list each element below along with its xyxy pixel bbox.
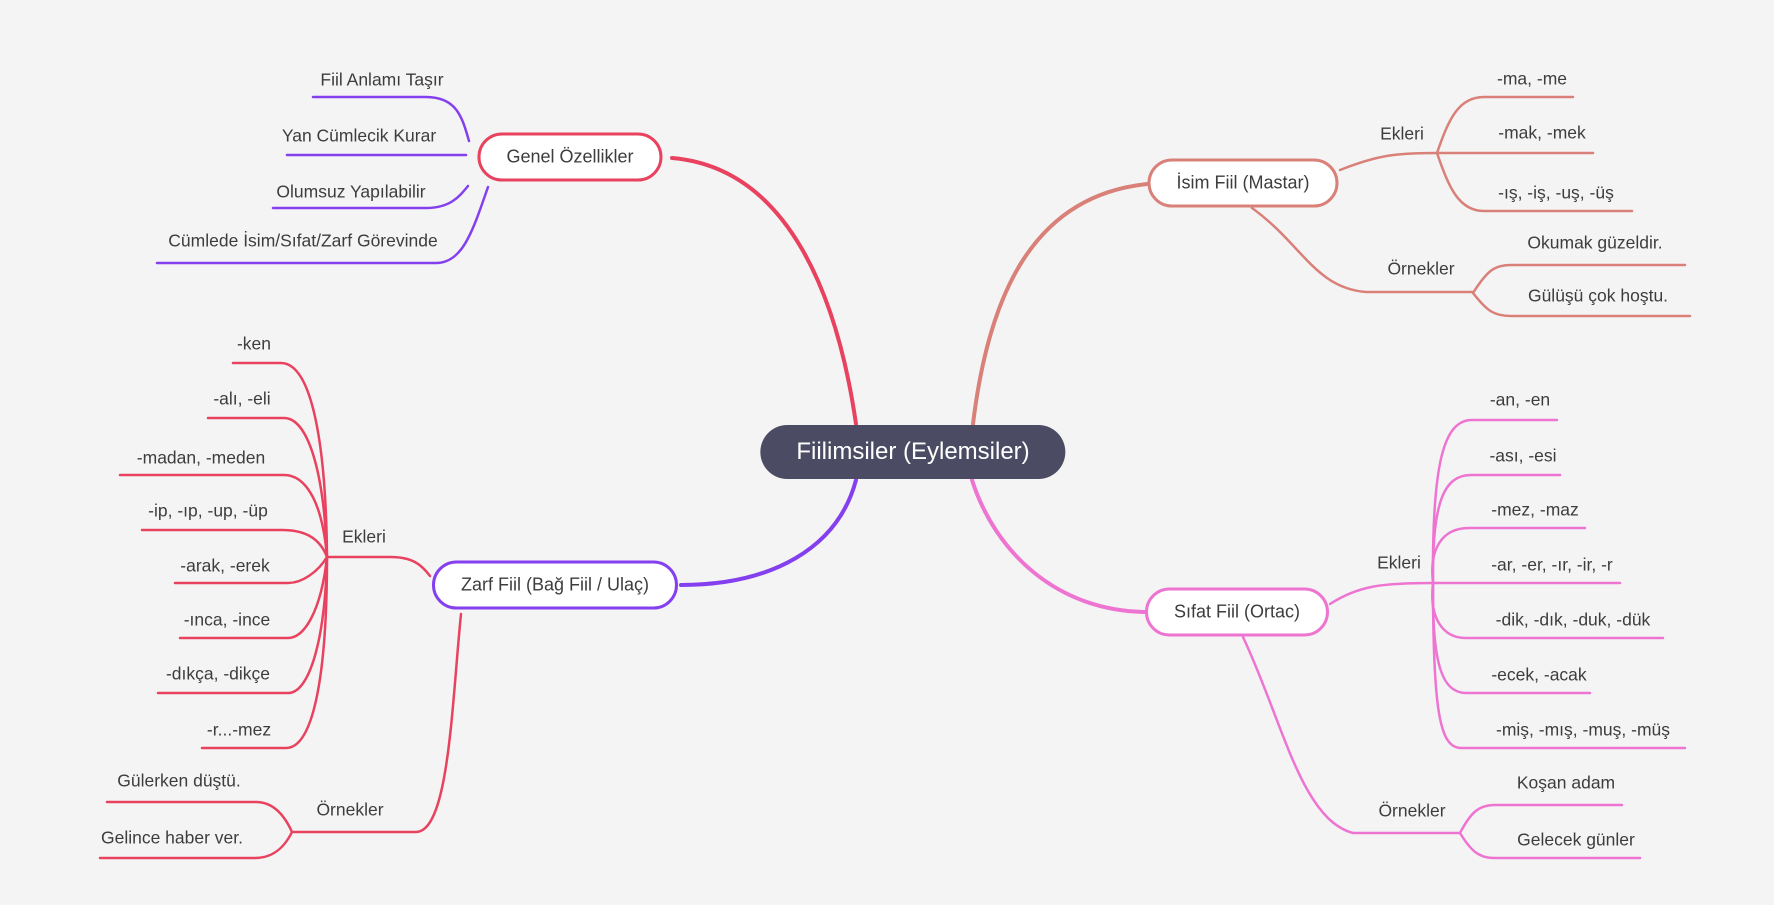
edge-sifat-ornek-0 [1458,803,1624,835]
leaf-sifat-ornek-0: Koşan adam [1516,772,1616,793]
edge-zarf-ek-4 [173,555,329,585]
edge-zarf-ek-3 [140,528,329,559]
leaf-zarf-ek-6: -dıkça, -dikçe [165,663,271,684]
branch-node-zarf-fiil[interactable]: Zarf Fiil (Bağ Fiil / Ulaç) [431,560,679,610]
leaf-isim-ornek-1: Gülüşü çok hoştu. [1527,285,1669,306]
edge-center-zarf [679,478,858,587]
leaf-sifat-ornek-1: Gelecek günler [1517,829,1635,850]
edge-isim-ornek-1 [1471,291,1692,318]
branch-node-sifat-fiil[interactable]: Sıfat Fiil (Ortac) [1144,587,1330,637]
edge-sifat-ekleri [1328,581,1435,606]
leaf-zarf-ek-3: -ip, -ıp, -up, -üp [148,500,268,521]
label-sifat-ornekler: Örnekler [1378,800,1446,821]
edge-isim-ornekler [1250,206,1475,294]
leaf-genel-0: Fiil Anlamı Taşır [320,69,444,90]
leaf-zarf-ek-7: -r...-mez [206,719,272,740]
edge-sifat-ornekler [1241,635,1462,835]
leaf-isim-ek-0: -ma, -me [1497,68,1567,89]
leaf-genel-1: Yan Cümlecik Kurar [281,125,437,146]
leaf-zarf-ek-4: -arak, -erek [180,555,270,576]
edge-zarf-ek-0 [231,361,329,559]
leaf-sifat-ek-0: -an, -en [1489,389,1551,410]
leaf-isim-ek-1: -mak, -mek [1498,122,1586,143]
edge-isim-ornek-0 [1471,263,1687,295]
label-zarf-ornekler: Örnekler [316,799,384,820]
edge-zarf-ekleri [325,555,432,578]
edge-sifat-ek-6 [1431,581,1687,750]
leaf-isim-ornek-0: Okumak güzeldir. [1527,232,1663,253]
edge-isim-ekleri [1338,151,1439,172]
central-topic[interactable]: Fiilimsiler (Eylemsiler) [760,425,1066,479]
label-isim-ekleri: Ekleri [1380,123,1424,144]
edge-genel-item-3 [155,185,490,265]
label-isim-ornekler: Örnekler [1387,258,1455,279]
edge-zarf-ornekler [290,612,463,834]
label-zarf-ekleri: Ekleri [342,526,386,547]
leaf-sifat-ek-5: -ecek, -acak [1491,664,1587,685]
edge-sifat-ek-2 [1431,526,1587,585]
leaf-zarf-ek-2: -madan, -meden [136,447,266,468]
edge-zarf-ek-5 [178,555,329,640]
leaf-sifat-ek-2: -mez, -maz [1491,499,1579,520]
leaf-genel-2: Olumsuz Yapılabilir [276,181,426,202]
edge-sifat-ornek-1 [1458,831,1642,860]
edge-genel-item-0 [311,95,471,143]
edge-zarf-ek-2 [118,473,329,559]
leaf-zarf-ek-1: -alı, -eli [213,388,271,409]
leaf-sifat-ek-3: -ar, -er, -ır, -ir, -r [1491,554,1613,575]
edge-center-isim [971,182,1149,426]
leaf-zarf-ek-0: -ken [236,333,272,354]
edge-isim-ek-2 [1435,151,1634,213]
edge-zarf-ek-1 [206,416,329,559]
label-sifat-ekleri: Ekleri [1377,552,1421,573]
leaf-zarf-ornek-1: Gelince haber ver. [100,827,244,848]
edge-isim-ek-0 [1435,95,1575,155]
leaf-zarf-ornek-0: Gülerken düştü. [117,770,241,791]
edge-genel-item-2 [271,184,470,210]
leaf-sifat-ek-1: -ası, -esi [1489,445,1557,466]
edge-zarf-ek-7 [200,555,329,750]
leaf-sifat-ek-4: -dik, -dık, -duk, -dük [1495,609,1651,630]
leaf-sifat-ek-6: -miş, -mış, -muş, -müş [1495,719,1671,740]
branch-node-isim-fiil[interactable]: İsim Fiil (Mastar) [1147,158,1339,208]
branch-node-genel[interactable]: Genel Özellikler [477,132,663,182]
edge-zarf-ornek-1 [98,830,294,860]
edge-center-genel [670,156,858,426]
edge-center-sifat [970,478,1150,614]
leaf-zarf-ek-5: -ınca, -ince [183,609,271,630]
leaf-isim-ek-2: -ış, -iş, -uş, -üş [1498,182,1614,203]
leaf-genel-3: Cümlede İsim/Sıfat/Zarf Görevinde [168,230,438,251]
edge-zarf-ornek-0 [105,800,294,834]
